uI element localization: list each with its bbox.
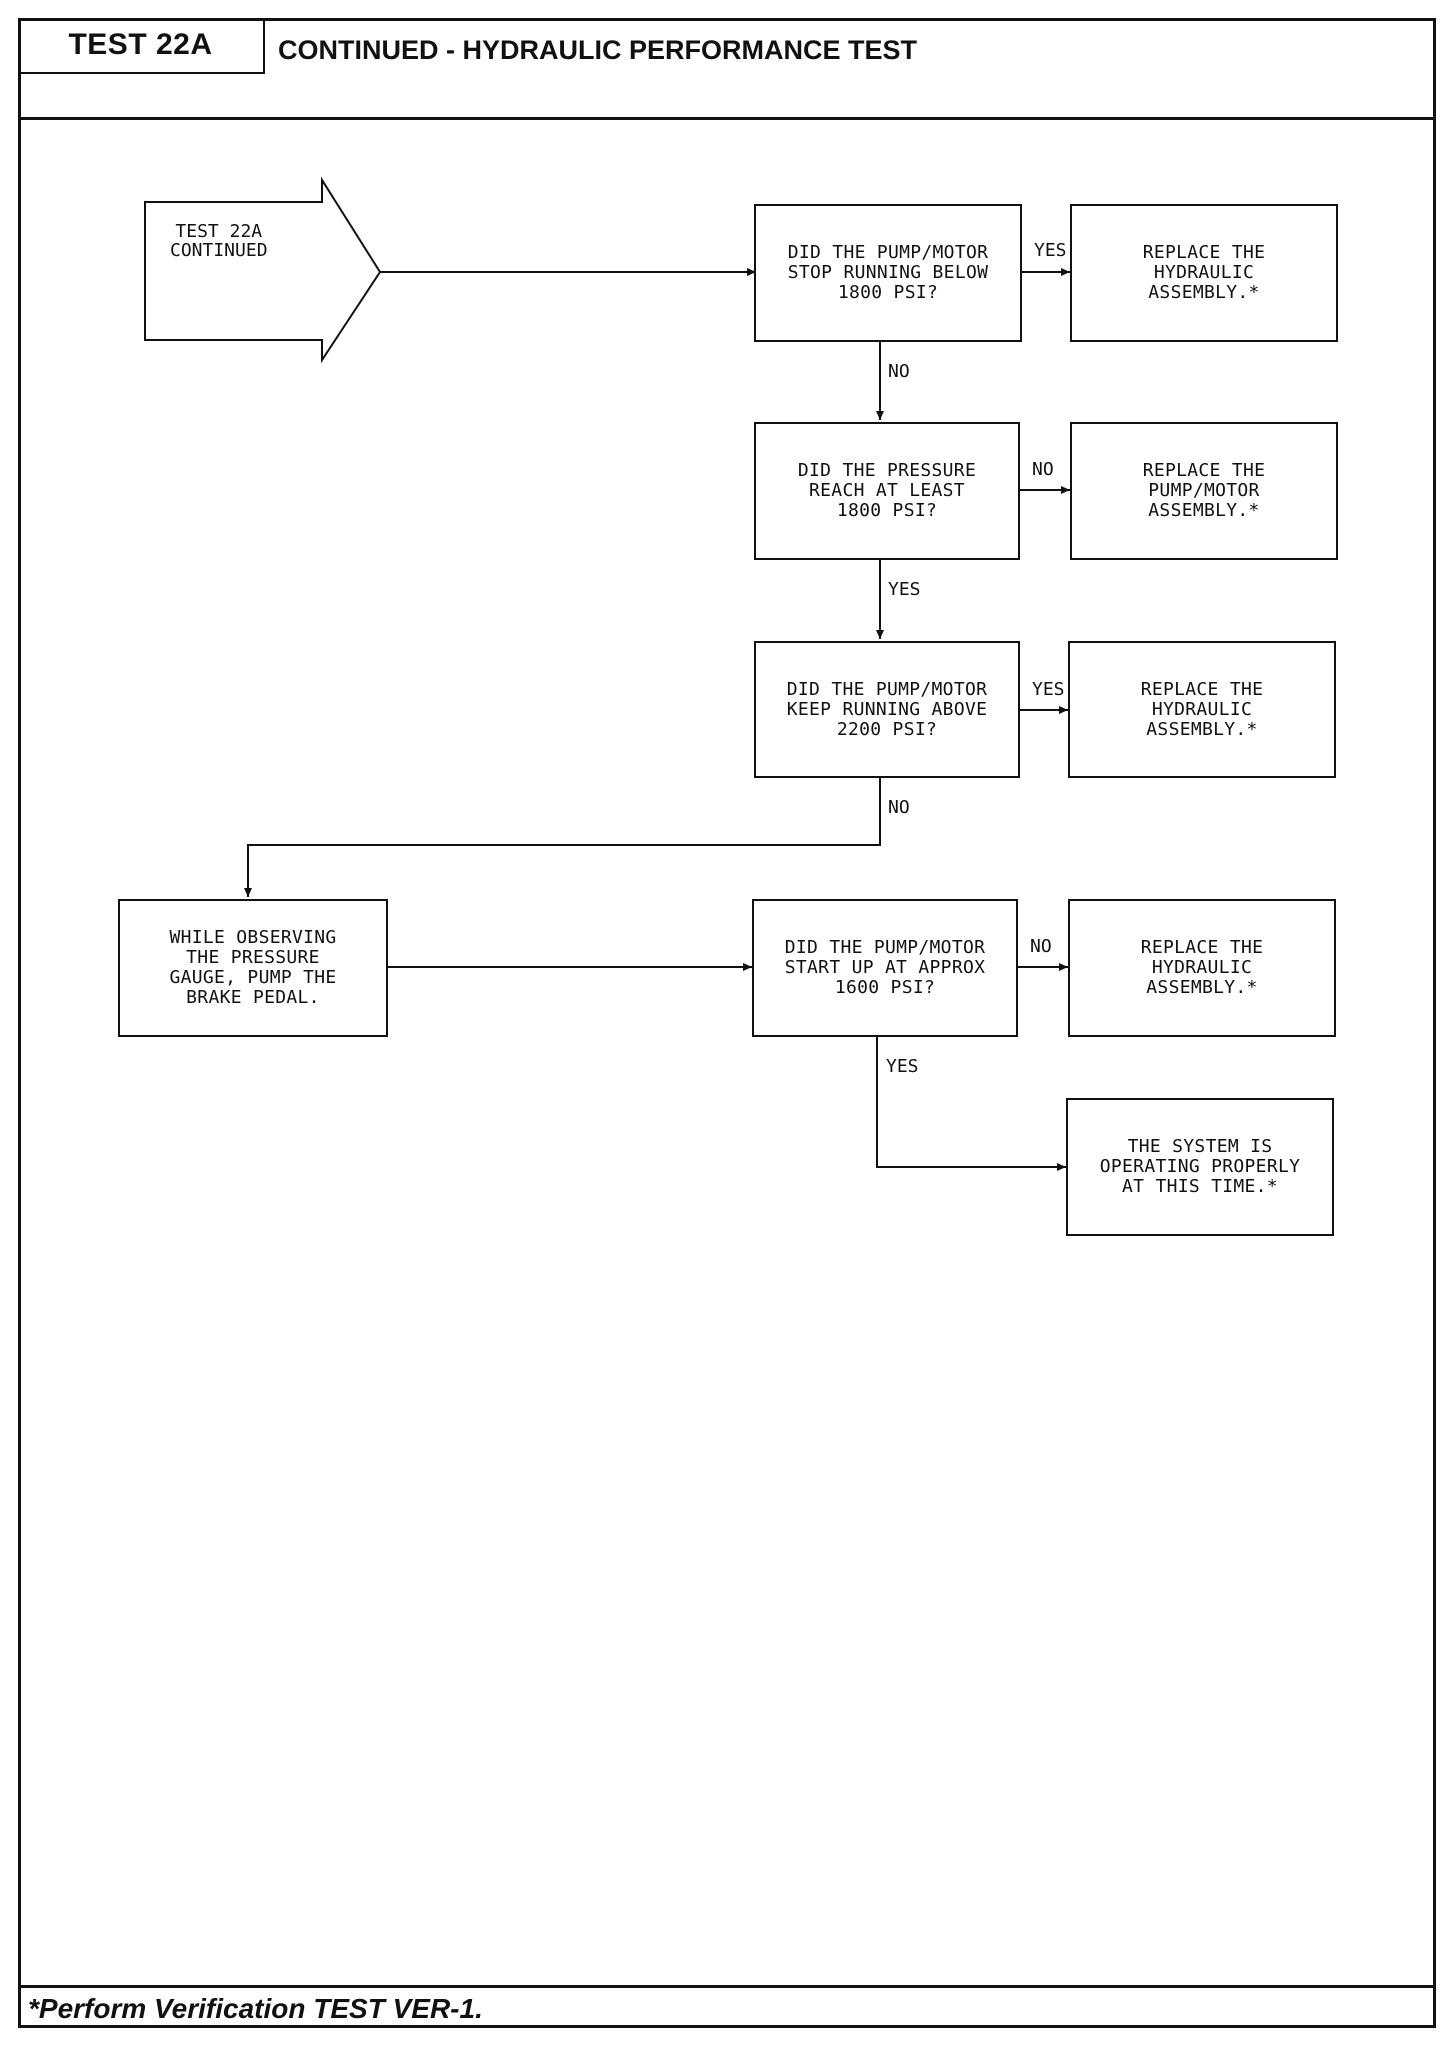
action-box-pump-brake-pedal: WHILE OBSERVING THE PRESSURE GAUGE, PUMP… [118, 899, 388, 1037]
footer-bar [18, 1985, 1436, 2028]
decision-box-pressure-reach: DID THE PRESSURE REACH AT LEAST 1800 PSI… [754, 422, 1020, 560]
action-text: REPLACE THE HYDRAULIC ASSEMBLY.* [1140, 678, 1264, 740]
connector-q3-no [244, 778, 881, 897]
branch-label-no: NO [888, 797, 910, 818]
action-box-replace-hydraulic: REPLACE THE HYDRAULIC ASSEMBLY.* [1068, 899, 1336, 1037]
decision-text: DID THE PUMP/MOTOR KEEP RUNNING ABOVE 22… [786, 678, 988, 740]
action-box-replace-hydraulic: REPLACE THE HYDRAULIC ASSEMBLY.* [1068, 641, 1336, 778]
decision-text: DID THE PRESSURE REACH AT LEAST 1800 PSI… [797, 460, 977, 521]
test-id: TEST 22A [18, 18, 265, 74]
action-box-replace-pump-motor: REPLACE THE PUMP/MOTOR ASSEMBLY.* [1070, 422, 1338, 560]
action-text: WHILE OBSERVING THE PRESSURE GAUGE, PUMP… [169, 927, 337, 1008]
page-title: CONTINUED - HYDRAULIC PERFORMANCE TEST [278, 35, 917, 65]
decision-box-keep-running: DID THE PUMP/MOTOR KEEP RUNNING ABOVE 22… [754, 641, 1020, 778]
start-label: TEST 22A CONTINUED [170, 221, 268, 261]
decision-box-pump-stop: DID THE PUMP/MOTOR STOP RUNNING BELOW 18… [754, 204, 1022, 342]
action-text: REPLACE THE HYDRAULIC ASSEMBLY.* [1142, 242, 1266, 303]
branch-label-no: NO [888, 361, 910, 382]
action-text: REPLACE THE PUMP/MOTOR ASSEMBLY.* [1142, 460, 1266, 521]
connector-q4-yes [876, 1037, 1066, 1171]
start-arrow-shape [144, 176, 382, 364]
decision-text: DID THE PUMP/MOTOR START UP AT APPROX 16… [784, 937, 986, 998]
header-bar [18, 18, 1436, 120]
decision-text: DID THE PUMP/MOTOR STOP RUNNING BELOW 18… [787, 242, 989, 303]
branch-label-yes: YES [1032, 679, 1065, 700]
branch-label-yes: YES [888, 579, 921, 600]
result-box-system-ok: THE SYSTEM IS OPERATING PROPERLY AT THIS… [1066, 1098, 1334, 1236]
result-text: THE SYSTEM IS OPERATING PROPERLY AT THIS… [1099, 1136, 1301, 1197]
decision-box-start-up: DID THE PUMP/MOTOR START UP AT APPROX 16… [752, 899, 1018, 1037]
branch-label-yes: YES [1034, 240, 1067, 261]
action-box-replace-hydraulic: REPLACE THE HYDRAULIC ASSEMBLY.* [1070, 204, 1338, 342]
action-text: REPLACE THE HYDRAULIC ASSEMBLY.* [1140, 937, 1264, 998]
branch-label-no: NO [1032, 459, 1054, 480]
footer-note: *Perform Verification TEST VER-1. [28, 1993, 483, 2024]
branch-label-no: NO [1030, 936, 1052, 957]
page-border [18, 18, 1436, 2028]
branch-label-yes: YES [886, 1056, 919, 1077]
